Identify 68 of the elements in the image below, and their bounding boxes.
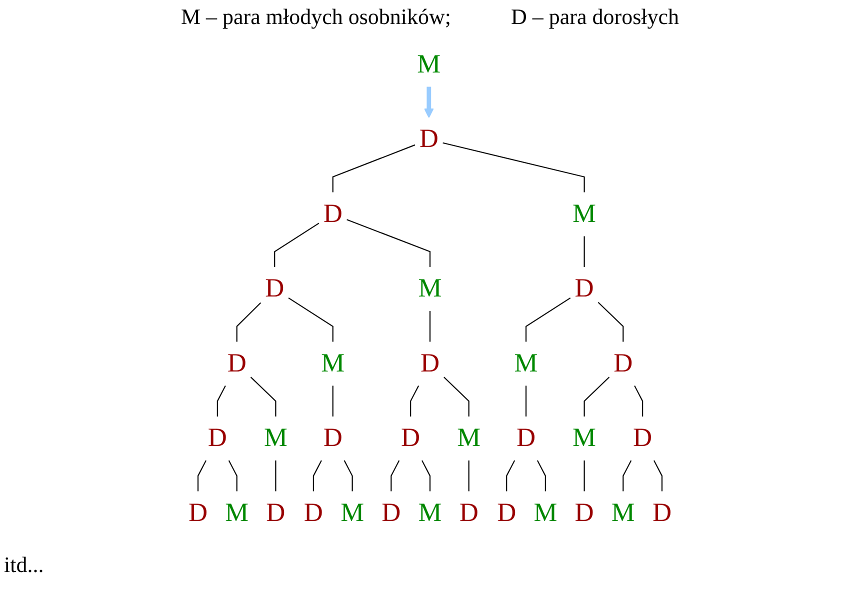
node-text: M	[321, 349, 345, 378]
connector	[584, 460, 585, 492]
node-text: D	[516, 424, 536, 453]
connector	[525, 386, 527, 416]
connector	[288, 297, 334, 342]
connector	[654, 460, 663, 492]
legend-note: D – para dorosłych	[511, 4, 680, 29]
node-text: D	[459, 498, 478, 528]
connector	[536, 460, 546, 492]
arrow	[424, 86, 434, 118]
connector	[468, 460, 470, 492]
node-text: M	[417, 50, 441, 80]
connector	[444, 376, 470, 416]
connector	[506, 460, 516, 492]
connector	[429, 310, 431, 342]
connector	[622, 460, 632, 492]
node-text: D	[574, 498, 594, 528]
connector	[584, 376, 610, 416]
node-text: D	[227, 349, 246, 378]
connector	[228, 460, 238, 492]
connector	[216, 385, 226, 416]
node-text: D	[208, 424, 227, 453]
node-text: D	[652, 498, 672, 528]
node-text: D	[614, 349, 633, 378]
continuation-note: itd...	[4, 552, 44, 577]
connector	[584, 236, 585, 268]
connector	[525, 297, 571, 342]
connector	[332, 386, 334, 416]
connector	[275, 460, 276, 492]
connector	[598, 302, 624, 342]
connector	[346, 219, 431, 268]
node-text: M	[418, 498, 442, 528]
node-text: M	[457, 424, 481, 453]
node-text: M	[264, 424, 288, 453]
node-text: D	[266, 498, 286, 528]
node-text: D	[323, 424, 342, 453]
node-text: D	[574, 274, 594, 304]
node-text: D	[304, 498, 323, 528]
connector	[332, 144, 416, 192]
node-text: M	[572, 424, 596, 453]
node-text: M	[514, 349, 538, 378]
connector	[236, 302, 262, 342]
node-text: D	[188, 498, 208, 528]
node-text: D	[265, 274, 284, 304]
node-text: D	[323, 200, 342, 229]
node-text: M	[572, 200, 596, 229]
node-text: M	[225, 498, 249, 528]
node-text: D	[382, 498, 401, 528]
connector	[422, 460, 431, 492]
connector	[312, 460, 322, 492]
connector	[250, 376, 276, 416]
node-text: D	[419, 125, 438, 154]
connector	[410, 385, 420, 416]
connector	[274, 222, 320, 268]
connector	[634, 385, 644, 416]
node-text: D	[401, 424, 420, 453]
node-text: M	[418, 274, 442, 304]
connector	[442, 142, 585, 192]
connector	[344, 460, 353, 492]
node-text: M	[611, 498, 635, 528]
node-text: D	[633, 424, 652, 453]
node-text: D	[497, 498, 516, 528]
node-text: D	[420, 349, 440, 378]
node-text: M	[340, 498, 364, 528]
connector	[197, 460, 206, 492]
legend-note: M – para młodych osobników;	[180, 4, 452, 29]
connector	[390, 460, 400, 492]
node-text: M	[534, 498, 558, 528]
